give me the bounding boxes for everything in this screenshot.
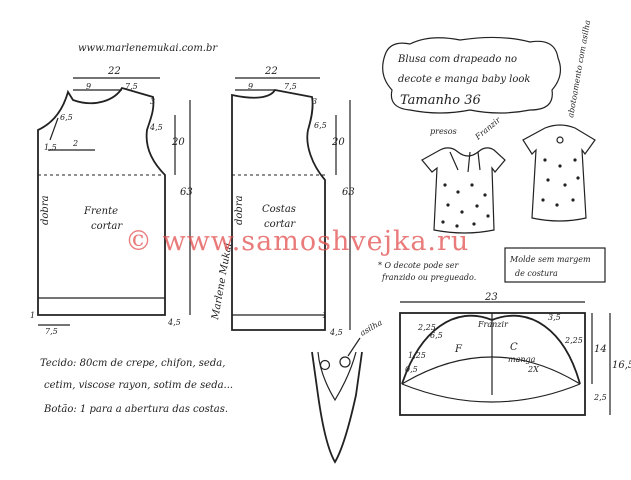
back-20-label: 20	[331, 137, 345, 148]
title-cloud	[382, 36, 562, 114]
front-shoulder-label: 7,5	[125, 82, 138, 91]
back-sketch	[522, 124, 596, 222]
watermark: © www.samoshvejka.ru	[125, 226, 469, 257]
sleeve-2-5-label: 2,5	[593, 393, 607, 402]
back-4-5-label: 4,5	[329, 328, 343, 337]
back-neck-label: 9	[248, 82, 253, 91]
neck-detail-drawing	[311, 337, 363, 464]
dot-pattern-front	[441, 183, 490, 228]
front-63-label: 63	[180, 187, 193, 198]
back-6-5-label: 6,5	[314, 121, 327, 130]
sleeve-3-5-label: 3,5	[548, 313, 561, 322]
back-63-label: 63	[342, 187, 355, 198]
back-pattern-piece	[231, 77, 351, 331]
front-1-5-label: 1,5	[44, 143, 57, 152]
back-shoulder-label: 7,5	[284, 82, 297, 91]
sleeve-14-label: 14	[594, 344, 607, 355]
front-sketch	[421, 147, 506, 234]
neckline-note-2: franzido ou pregueado.	[381, 273, 476, 282]
fabric-line-2: cetim, viscose rayon, sotim de seda...	[44, 380, 233, 391]
sleeve-name-label: manga	[508, 355, 536, 364]
back-label: Costas	[262, 204, 296, 215]
loop-label: asilha	[359, 318, 384, 338]
sleeve-width-label: 23	[484, 292, 498, 303]
front-2-label: 2	[72, 139, 78, 148]
loop-icon	[339, 356, 351, 368]
back-cut-label: cortar	[264, 219, 296, 230]
sleeve-gather-label: Franzir	[477, 320, 509, 329]
front-hem-label: 7,5	[45, 327, 58, 336]
sleeve-c-label: C	[510, 342, 518, 353]
button-note: Botão: 1 para a abertura das costas.	[43, 404, 228, 415]
title-line-2: decote e manga baby look	[398, 74, 530, 85]
back-fold-label: dobra	[234, 195, 245, 225]
sleeve-1-25-label: 1,25	[408, 351, 426, 360]
sleeve-f-label: F	[454, 344, 463, 355]
back-1-label: 1	[322, 311, 327, 320]
button-icon	[319, 359, 331, 371]
sleeve-0-5-label: 0,5	[405, 365, 418, 374]
front-label: Frente	[83, 206, 118, 217]
front-6-5-label: 6,5	[60, 113, 73, 122]
gather-label: Franzir	[473, 115, 503, 143]
title-line-3: Tamanho 36	[400, 93, 481, 108]
pleats-label: presos	[430, 127, 457, 136]
sleeve-2-25-left-label: 2,25	[417, 323, 436, 332]
back-3-label: 3	[312, 97, 317, 106]
front-4-5-side-label: 4,5	[167, 318, 181, 327]
button-label: abotoamento com asilha	[566, 19, 592, 118]
sleeve-pattern-piece	[399, 301, 611, 416]
back-width-label: 22	[264, 66, 278, 77]
front-3-label: 3	[150, 97, 155, 106]
neckline-note-1: * O decote pode ser	[378, 261, 459, 270]
front-4-5-label: 4,5	[149, 123, 163, 132]
front-1-label: 1	[30, 311, 35, 320]
front-20-label: 20	[171, 137, 185, 148]
sleeve-6-5-label: 6,5	[430, 331, 443, 340]
front-fold-label: dobra	[40, 195, 51, 225]
site-url: www.marlenemukai.com.br	[78, 43, 218, 54]
sleeve-qty-label: 2X	[527, 365, 539, 374]
no-seam-box	[504, 247, 606, 283]
front-width-label: 22	[107, 66, 121, 77]
front-cut-label: cortar	[91, 221, 123, 232]
no-seam-line-2: de costura	[515, 269, 558, 278]
front-pattern-piece	[37, 77, 191, 326]
sleeve-2-25-right-label: 2,25	[564, 336, 583, 345]
fabric-line-1: Tecido: 80cm de crepe, chifon, seda,	[40, 358, 225, 369]
dot-pattern-back	[541, 158, 580, 207]
sleeve-16-5-label: 16,5	[612, 360, 631, 371]
front-neck-label: 9	[86, 82, 91, 91]
no-seam-line-1: Molde sem margem	[509, 255, 591, 264]
title-line-1: Blusa com drapeado no	[397, 54, 517, 65]
